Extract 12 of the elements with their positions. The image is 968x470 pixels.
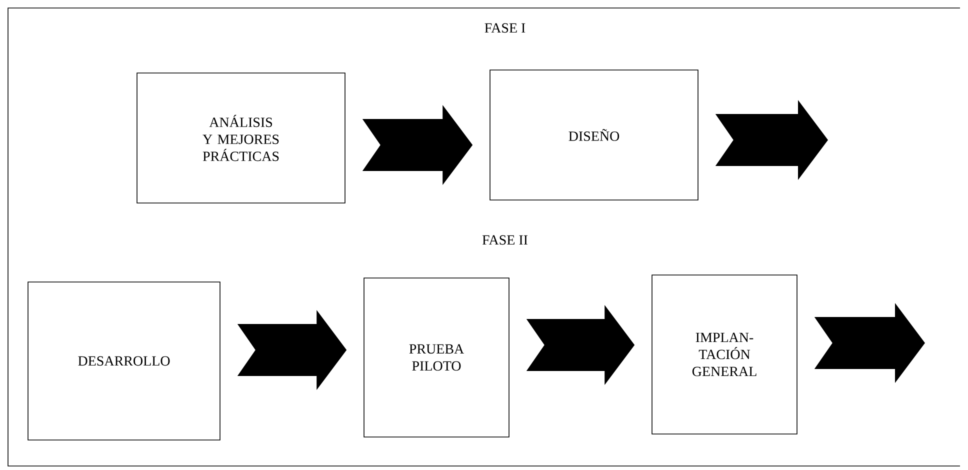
process-box: ANÁLISIS Y MEJORES PRÁCTICAS: [136, 72, 346, 204]
block-arrow: [526, 305, 635, 385]
phase-title: FASE II: [482, 235, 528, 245]
process-box: DISEÑO: [490, 70, 698, 200]
process-box: PRUEBA PILOTO: [364, 278, 510, 438]
block-arrow: [814, 303, 925, 383]
phase-title: FASE I: [484, 23, 526, 33]
process-box: DESARROLLO: [28, 282, 220, 440]
block-arrow: [362, 105, 473, 185]
block-arrow: [715, 100, 828, 180]
process-box: IMPLAN- TACIÓN GENERAL: [652, 274, 798, 434]
block-arrow: [237, 310, 347, 390]
